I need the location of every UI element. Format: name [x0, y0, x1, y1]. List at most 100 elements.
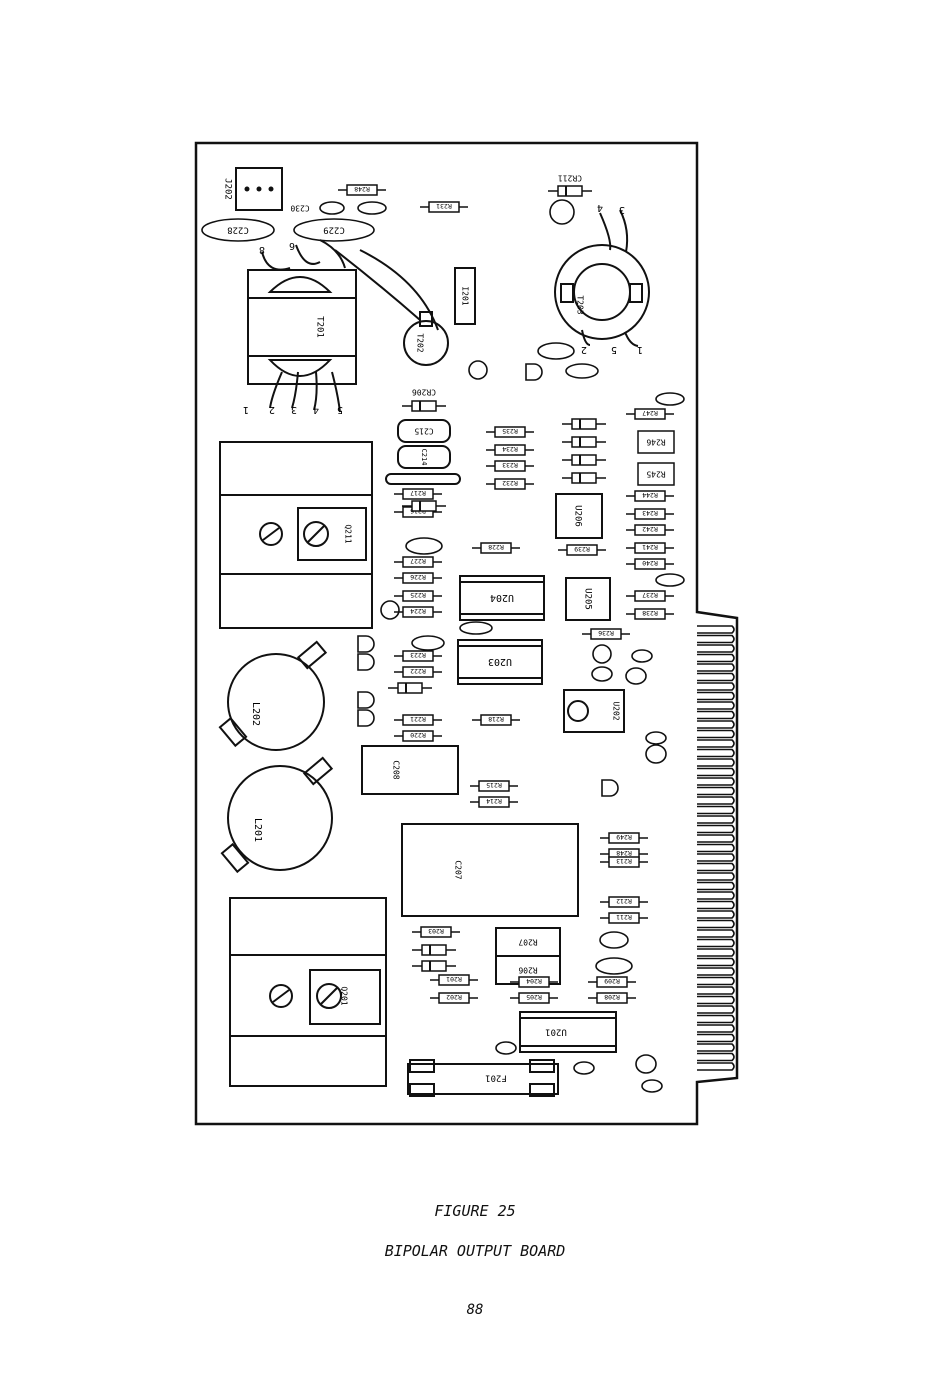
inductor-label: L201: [252, 818, 263, 842]
diode-cr210: [562, 418, 606, 430]
resistor-label: R246: [646, 438, 665, 447]
resistor-r234: R234: [486, 444, 534, 456]
resistor-label: R218: [488, 715, 504, 723]
resistor-r218: R218: [472, 714, 520, 726]
fuse-label: F201: [485, 1073, 507, 1083]
capacitor-c206: [599, 931, 629, 949]
resistor-label: R208: [604, 993, 620, 1001]
capacitor-c222: [592, 644, 612, 664]
winding-number: 2: [269, 404, 275, 415]
transformer-label: T203: [576, 295, 585, 314]
resistor-r225: R225: [394, 590, 442, 602]
transformer-t203: [554, 209, 650, 347]
resistor-r203: R203: [412, 926, 460, 938]
heatsink-q211: [219, 441, 373, 629]
winding-number: 2: [581, 344, 587, 355]
transistor-q207: [357, 709, 375, 727]
resistor-r209: R209: [588, 976, 636, 988]
resistor-label: R248: [616, 849, 632, 857]
resistor-label: R217: [410, 489, 426, 497]
capacitor-c207: [401, 823, 579, 917]
transistor-label: Q201: [340, 986, 349, 1005]
resistor-label: R238: [642, 609, 658, 617]
resistor-r236: R236: [582, 628, 630, 640]
resistor-r243: R243: [626, 508, 674, 520]
capacitor-c201: [495, 1041, 517, 1055]
resistor-r226: R226: [394, 572, 442, 584]
diode-label: CR206: [412, 388, 436, 397]
capacitor-c204: [635, 1054, 657, 1074]
resistor-label: R215: [486, 781, 502, 789]
resistor-label: R228: [488, 543, 504, 551]
transistor-q209: [357, 653, 375, 671]
winding-number: 3: [291, 404, 297, 415]
resistor-label: R221: [410, 715, 426, 723]
resistor-label: R239: [574, 545, 590, 553]
resistor-r237: R237: [626, 590, 674, 602]
resistor-r223: R223: [394, 650, 442, 662]
resistor-r233: R233: [486, 460, 534, 472]
resistor-r224: R224: [394, 606, 442, 618]
transistor-q210: [357, 635, 375, 653]
diode-cr206: [402, 400, 446, 412]
resistor-r232: R232: [486, 478, 534, 490]
ic-label: U204: [490, 592, 514, 603]
capacitor-label: C228: [227, 225, 249, 235]
component-i201: [454, 267, 476, 325]
resistor-r249: R249: [600, 832, 648, 844]
resistor-r222: R222: [394, 666, 442, 678]
component-labels: J202T201T202T203I201L202L201F201U201U202…: [223, 174, 644, 1083]
resistor-label: R222: [410, 667, 426, 675]
resistor-r208: R208: [588, 992, 636, 1004]
resistor-label: R223: [410, 651, 426, 659]
resistor-label: R234: [502, 445, 518, 453]
resistor-label: R231: [436, 202, 452, 210]
resistor-label: R214: [486, 797, 502, 805]
resistor-r227: R227: [394, 556, 442, 568]
page-number: 88: [466, 1302, 484, 1318]
capacitor-label: C230: [290, 204, 309, 213]
resistor-label: R227: [410, 557, 426, 565]
capacitor-c218: [645, 731, 667, 745]
capacitor-c210: [411, 635, 445, 651]
resistor-r231: R231: [420, 201, 468, 213]
fuse-f201: [407, 1059, 559, 1097]
ic-u201: [519, 1011, 617, 1053]
ic-u202: [563, 689, 625, 733]
winding-number: 3: [619, 204, 625, 215]
transistor-label: Q211: [344, 524, 353, 543]
resistor-label: R201: [446, 975, 462, 983]
transistor-q205: [601, 779, 619, 797]
capacitor-c228: [201, 218, 275, 242]
capacitor-c231: [357, 201, 387, 215]
resistor-r244: R244: [626, 490, 674, 502]
capacitor-c219: [625, 667, 647, 685]
ic-label: U202: [612, 701, 621, 720]
capacitor-c225: [468, 360, 488, 380]
resistor-r239: R239: [558, 544, 606, 556]
resistor-label: R240: [642, 559, 658, 567]
diode-cr209: [562, 436, 606, 448]
resistor-r214: R214: [470, 796, 518, 808]
resistor-label: R220: [410, 731, 426, 739]
diode-cr211: [548, 185, 592, 197]
winding-number: 5: [337, 404, 343, 415]
capacitor-group: [201, 199, 685, 1093]
figure-label: FIGURE 25: [434, 1202, 516, 1220]
winding-number: 1: [243, 404, 249, 415]
diode-cr201: [412, 960, 456, 972]
capacitor-c208: [361, 745, 459, 795]
ic-label: U205: [583, 588, 593, 610]
resistor-label: R213: [616, 857, 632, 865]
diode-label: CR211: [558, 174, 582, 183]
capacitor-c221: [631, 649, 653, 663]
resistor-label: R207: [518, 938, 537, 947]
resistor-label: R211: [616, 913, 632, 921]
resistor-r217: R217: [394, 488, 442, 500]
transformer-t202: [334, 249, 449, 366]
capacitor-c215: [397, 419, 451, 443]
winding-number: 5: [611, 344, 617, 355]
winding-number: 1: [637, 344, 643, 355]
transistor-q208: [357, 691, 375, 709]
